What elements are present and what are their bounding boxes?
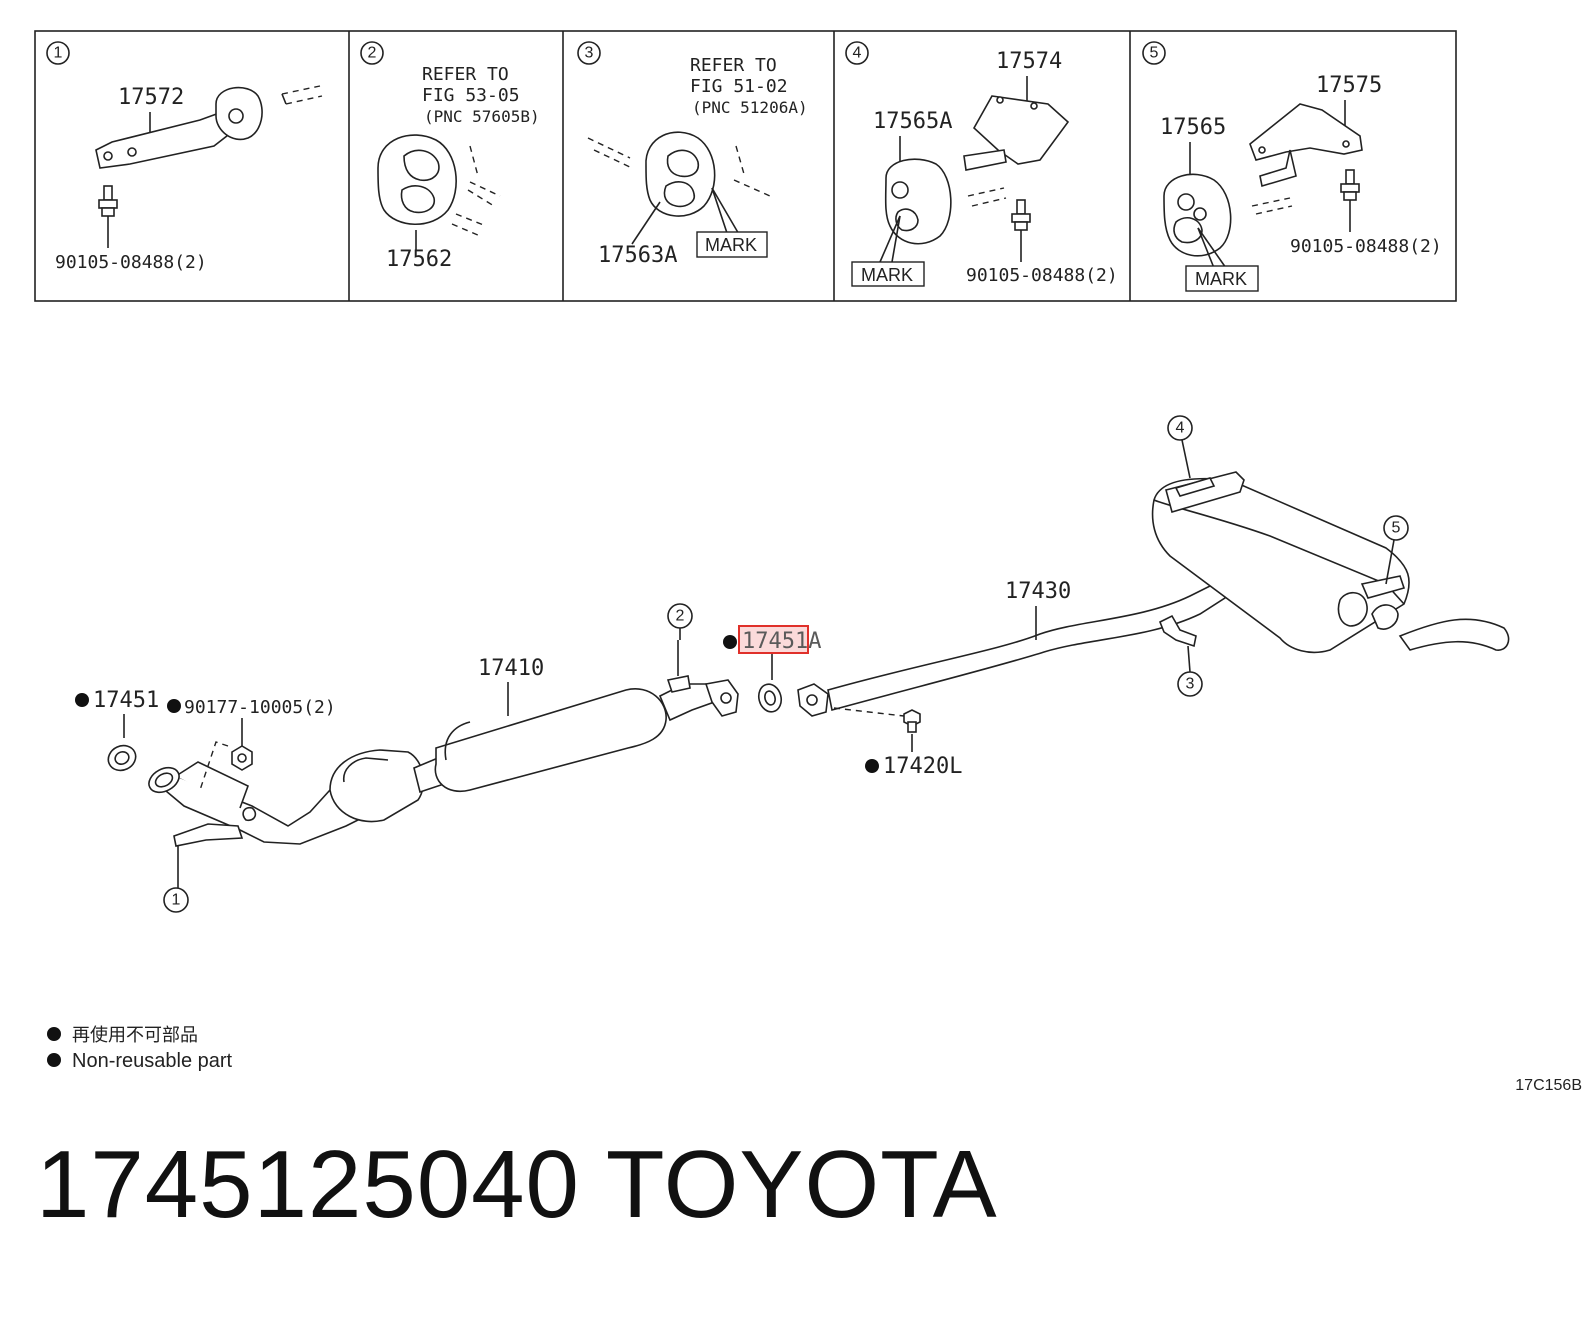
part-label-17451: 17451 (93, 688, 159, 713)
mark-label: MARK (1195, 269, 1247, 289)
refer-figure-label: FIG 51-02 (690, 76, 788, 97)
part-label-17451A: 17451A (742, 629, 821, 654)
nut-illustration (231, 745, 253, 771)
part-label-90105-08488: 90105-08488(2) (1290, 236, 1442, 257)
svg-text:5: 5 (1392, 520, 1401, 537)
figure-code: 17C156B (1515, 1077, 1582, 1094)
part-label-17562: 17562 (386, 247, 452, 272)
mark-label: MARK (861, 265, 913, 285)
gasket-illustration (107, 744, 137, 772)
svg-text:1: 1 (172, 892, 181, 909)
hanger-bracket-illustration (1249, 103, 1363, 215)
legend-bullet (47, 1027, 61, 1041)
gasket-illustration (757, 683, 783, 713)
non-reusable-bullet (723, 635, 737, 649)
panels-frame (34, 30, 1457, 302)
callout-2: 2 (667, 603, 693, 640)
refer-pnc-label: (PNC 51206A) (692, 98, 808, 117)
panel-4: 4 17574 17565A MARK (845, 41, 1118, 287)
tail-pipe-illustration (797, 471, 1510, 717)
svg-text:4: 4 (1176, 420, 1185, 437)
callout-5: 5 (1383, 515, 1409, 585)
mark-box (1185, 265, 1259, 292)
panel-5: 5 17575 17565 MARK (1142, 41, 1442, 292)
panel-number: 1 (54, 45, 63, 62)
refer-pnc-label: (PNC 57605B) (424, 107, 540, 126)
leader-line (711, 187, 729, 237)
leader-line (711, 187, 741, 237)
leader-line (631, 201, 661, 245)
svg-text:3: 3 (1186, 676, 1195, 693)
panel-2: 2 REFER TO FIG 53-05 (PNC 57605B) 17562 (360, 41, 540, 272)
leader-line (1197, 227, 1215, 269)
refer-figure-label: FIG 53-05 (422, 85, 520, 106)
part-label-90105-08488: 90105-08488(2) (966, 265, 1118, 286)
bolt-illustration (98, 185, 118, 248)
part-label-90177-10005: 90177-10005(2) (184, 697, 336, 718)
part-label-17563A: 17563A (598, 243, 677, 268)
part-label-17574: 17574 (996, 49, 1062, 74)
hanger-bracket-illustration (95, 85, 323, 169)
panel-number-circle (1142, 41, 1166, 65)
part-number-caption: 1745125040 TOYOTA (36, 1131, 998, 1238)
part-label-17420L: 17420L (883, 754, 962, 779)
detail-panels: 1 17572 90105-08488(2) 2 (34, 30, 1457, 302)
non-reusable-bullet (75, 693, 89, 707)
bolt-illustration (1340, 169, 1360, 232)
panel-number: 2 (368, 45, 377, 62)
non-reusable-bullet (167, 699, 181, 713)
panel-3: 3 REFER TO FIG 51-02 (PNC 51206A) 17563A… (577, 41, 808, 268)
callout-3: 3 (1177, 645, 1203, 697)
stud-dashed-line (199, 741, 229, 791)
panel-1: 1 17572 90105-08488(2) (46, 41, 323, 273)
svg-text:2: 2 (676, 608, 685, 625)
panel-number-circle (845, 41, 869, 65)
bolt-illustration (903, 709, 921, 733)
legend: 再使用不可部品 Non-reusable part (47, 1025, 233, 1072)
exhaust-assembly: 17410 17451 90177-10005(2) 17451A (75, 415, 1510, 913)
leader-line (1197, 227, 1227, 269)
panel-number-circle (360, 41, 384, 65)
panel-number: 5 (1150, 45, 1159, 62)
mark-box (696, 231, 768, 258)
front-pipe-illustration (148, 640, 739, 847)
part-label-17565A: 17565A (873, 109, 952, 134)
panel-number: 3 (585, 45, 594, 62)
highlight-box (738, 625, 809, 654)
non-reusable-bullet (865, 759, 879, 773)
rubber-mount-illustration (884, 158, 952, 245)
panel-number: 4 (853, 45, 862, 62)
part-label-17572: 17572 (118, 85, 184, 110)
part-label-17575: 17575 (1316, 73, 1382, 98)
mark-label: MARK (705, 235, 757, 255)
part-label-17410: 17410 (478, 656, 544, 681)
mark-box (851, 261, 925, 287)
hanger-bracket-illustration (963, 95, 1070, 207)
part-label-17430: 17430 (1005, 579, 1071, 604)
callout-4: 4 (1167, 415, 1193, 479)
panel-number-circle (46, 41, 70, 65)
part-label-90105-08488: 90105-08488(2) (55, 252, 207, 273)
legend-bullet (47, 1053, 61, 1067)
part-label-17565: 17565 (1160, 115, 1226, 140)
refer-to-label: REFER TO (690, 55, 777, 76)
leader-line (879, 215, 901, 263)
legend-text-en: Non-reusable part (72, 1050, 233, 1072)
refer-to-label: REFER TO (422, 64, 509, 85)
rubber-mount-illustration (377, 134, 501, 237)
bolt-illustration (1011, 199, 1031, 262)
bolt-dashed-line (833, 707, 905, 717)
leader-line (891, 215, 901, 263)
rubber-mount-illustration (587, 131, 771, 217)
callout-1: 1 (163, 846, 189, 913)
panel-number-circle (577, 41, 601, 65)
legend-text-jp: 再使用不可部品 (72, 1025, 198, 1046)
rubber-mount-illustration (1163, 173, 1232, 257)
